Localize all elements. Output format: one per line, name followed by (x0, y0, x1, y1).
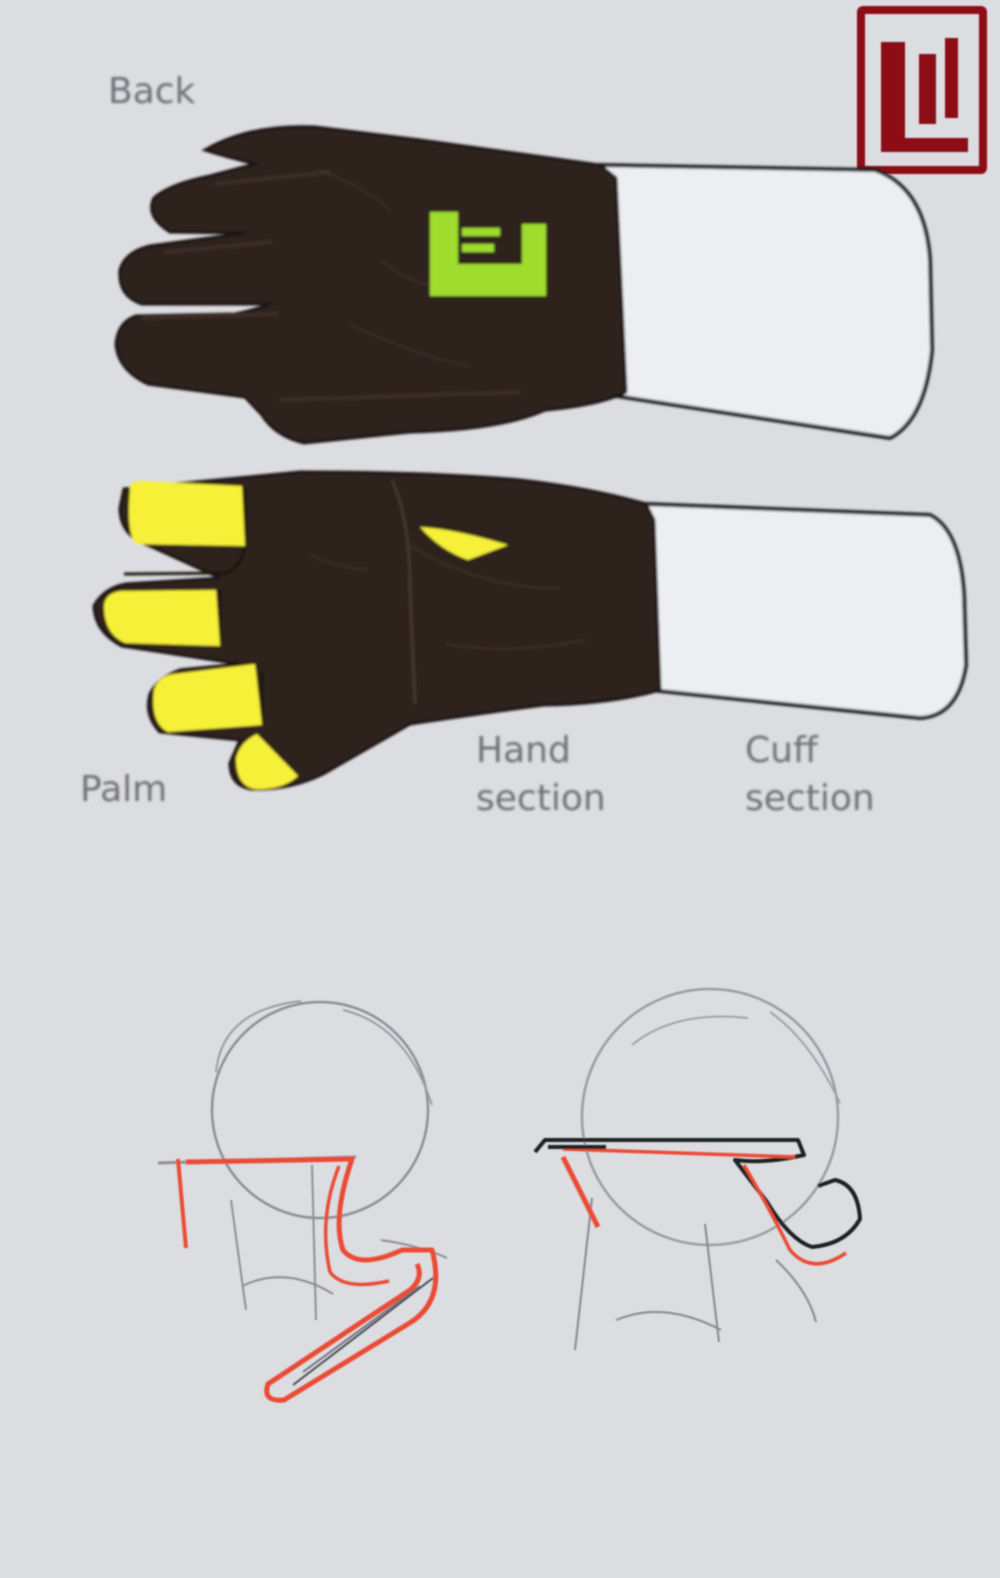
label-hand-section-line-2: section (476, 775, 606, 823)
palm-glove-cuff (646, 504, 966, 718)
label-back: Back (108, 68, 195, 116)
fingertip-middle (104, 590, 220, 646)
left-neck-sketch (158, 1001, 447, 1400)
label-cuff-section-line-1: Cuff (745, 727, 875, 775)
label-cuff-section-line-2: section (745, 775, 875, 823)
back-glove-cuff (600, 165, 932, 438)
brand-logo-icon (861, 10, 983, 170)
back-glove (116, 127, 932, 443)
label-hand-section: Hand section (476, 727, 606, 823)
right-neck-sketch (535, 989, 860, 1350)
fingertip-index (129, 481, 245, 546)
label-cuff-section: Cuff section (745, 727, 875, 823)
label-hand-section-line-1: Hand (476, 727, 606, 775)
label-palm: Palm (80, 766, 167, 814)
